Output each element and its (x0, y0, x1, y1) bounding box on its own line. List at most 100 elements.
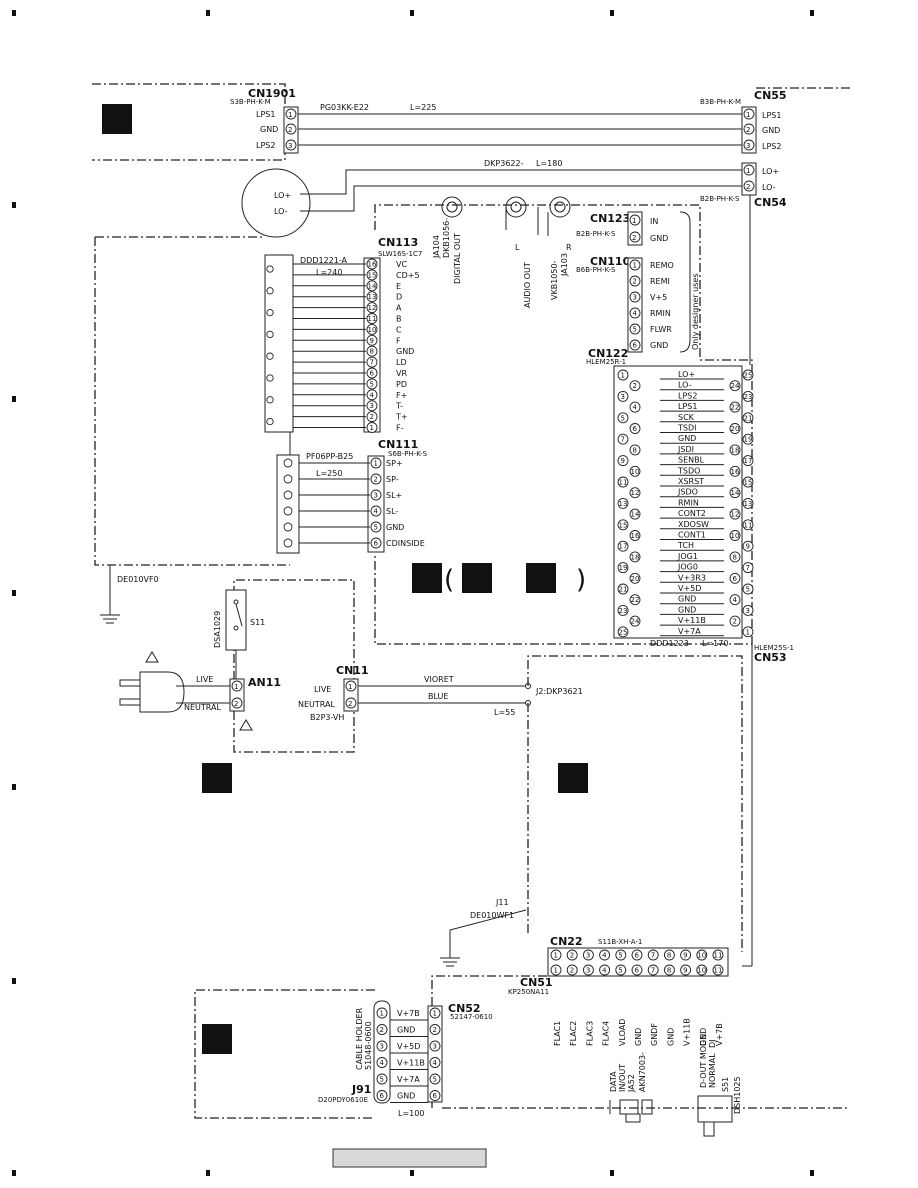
cn52-pin (429, 1057, 441, 1068)
cn122-pin-left (629, 380, 641, 392)
ja52-jack: DATA IN/OUT JA52 AKN7003- (609, 1052, 653, 1123)
cn111-pin-num: 6 (374, 540, 379, 548)
block-marker (202, 763, 232, 793)
cn110-pin (629, 323, 641, 335)
cn111-pin (370, 489, 382, 501)
cn122-signal: TSDO (677, 466, 700, 475)
cn113-pin-num: 11 (368, 315, 377, 323)
cn53-pin-right-num: 20 (731, 425, 740, 433)
cn111-pin-num: 5 (374, 524, 378, 532)
cable-top-length: L=225 (410, 103, 436, 112)
cn54-title: CN54 (754, 196, 787, 209)
cn53-pin-right-num: 10 (731, 532, 740, 540)
cn113-pin-num: 6 (370, 370, 375, 378)
ja52-label0: DATA (609, 1071, 618, 1092)
cn122-signal: LO+ (678, 370, 695, 379)
cn123-part: B2B-PH-K-S (576, 230, 616, 238)
cn122-pin-left-num: 25 (619, 628, 628, 636)
cn110-pin (629, 259, 641, 271)
cn111-signal: CDINSIDE (386, 539, 425, 548)
cn53-pin-right-num: 25 (744, 372, 753, 380)
cn51-pin-num: 3 (586, 967, 590, 975)
warning-icon (239, 719, 253, 731)
j91-pin-num: 3 (380, 1043, 384, 1051)
cn113-pin (366, 345, 378, 357)
wire-violet: VIORET (424, 675, 454, 684)
cn113-pin (366, 269, 378, 281)
cn51-signal: GND (699, 1028, 708, 1046)
cn122-pin-left-num: 12 (631, 489, 640, 497)
audio-label0: AUDIO OUT (523, 262, 532, 308)
j91-pin (376, 1007, 388, 1019)
cn122-pin-left (629, 444, 641, 456)
cn113-pin-num: 16 (368, 261, 377, 269)
cn51-pin-num: 11 (714, 967, 723, 975)
cn52-pin-num: 5 (433, 1076, 437, 1084)
cn123-connector: CN123 B2B-PH-K-S 1 2 IN GND (576, 211, 668, 246)
mains-wires: VIORET BLUE L=55 J2:DKP3621 (358, 675, 583, 717)
cn55-part: B3B-PH-K-M (700, 98, 741, 106)
cn111-part: S6B-PH-K-S (388, 450, 428, 458)
cn22-pin (647, 949, 659, 961)
svg-text:2: 2 (348, 700, 352, 708)
cn122-pin-left (629, 508, 641, 520)
audio-label2: JA103 (560, 253, 569, 277)
cn122-pin-left (629, 530, 641, 541)
cn122-pin-left-num: 13 (619, 500, 628, 508)
j91-pin (376, 1073, 388, 1085)
cn51-pin-num: 6 (635, 967, 640, 975)
cn122-signal: XSRST (678, 477, 704, 486)
cn52-signal: V+11B (397, 1059, 425, 1068)
cn122-pin-left (629, 465, 641, 477)
cn113-signal: A (396, 304, 402, 313)
cn113-signal: GND (396, 347, 414, 356)
cn110-pin-num: 4 (633, 310, 638, 318)
cn122-pin-left-num: 20 (631, 575, 640, 583)
cn113-pin-num: 10 (368, 326, 377, 334)
svg-text:1: 1 (746, 111, 750, 119)
cn110-pin-num: 3 (633, 294, 637, 302)
cn52-signal: V+5D (397, 1042, 420, 1051)
cn113-pin-num: 12 (368, 304, 377, 312)
cn113-pin (366, 422, 378, 433)
cn22-pin-num: 5 (618, 952, 622, 960)
cable-lps: PG03KK-E22 L=225 (298, 103, 742, 146)
cn122-signal: V+11B (678, 616, 706, 625)
cn122-pin-left-num: 1 (621, 372, 625, 380)
cn53-pin-right (742, 476, 754, 488)
cn22-pin (712, 949, 724, 961)
cn52-pin (429, 1040, 441, 1052)
cn53-pin-right-num: 12 (731, 511, 740, 519)
cn53-pin-right (742, 626, 754, 638)
cn1901-block: CN1901 S3B-PH-K-M 1 2 3 LPS1 GND LPS2 (92, 83, 299, 161)
cn51-pin-num: 10 (697, 967, 706, 975)
cn52-length: L=100 (398, 1109, 424, 1118)
cn113-signal: F (396, 336, 401, 345)
cn53-pin-right (742, 519, 754, 531)
cn11-connector: CN11 1 2 LIVE NEUTRAL B2P3-VH (298, 664, 369, 722)
cn122-signal: SCK (678, 413, 695, 422)
svg-text:2: 2 (288, 126, 292, 134)
cn22-pin-num: 9 (683, 952, 687, 960)
svg-text:2: 2 (746, 126, 750, 134)
s51-label1: NORMAL (708, 1053, 717, 1088)
cn122-signal: SENBL (678, 456, 705, 465)
cn122-pin-left (617, 476, 629, 488)
cn53-length: L=170 (702, 639, 728, 648)
cn55-title: CN55 (754, 89, 787, 102)
svg-text:3: 3 (746, 142, 750, 150)
wire-blue: BLUE (428, 692, 448, 701)
cn122-title: CN122 (588, 347, 628, 360)
cn22-pin (615, 949, 627, 961)
cn113-signal: LD (396, 358, 407, 367)
an11-connector: AN11 1 2 (229, 676, 281, 712)
cn122-signal: V+7A (678, 627, 701, 636)
cn122-pin-left (617, 519, 629, 531)
cn110-signal: REMO (650, 261, 674, 270)
cn22-pin (680, 949, 692, 961)
cn122-pin-left-num: 14 (631, 511, 640, 519)
cn122-pin-left (617, 455, 629, 467)
cn122-signal: GND (678, 434, 696, 443)
cn111-pin-num: 3 (374, 492, 378, 500)
